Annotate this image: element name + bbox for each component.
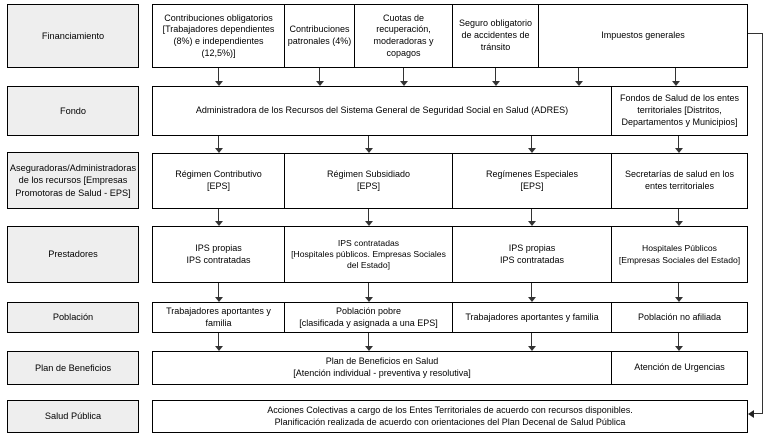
box-trabajadores-aportantes-1: Trabajadores aportantes y familia xyxy=(152,302,285,333)
box-plan-beneficios-salud: Plan de Beneficios en Salud [Atención in… xyxy=(152,351,612,385)
box-acciones-colectivas: Acciones Colectivas a cargo de los Entes… xyxy=(152,400,748,433)
flow-arrow-icon xyxy=(671,68,680,86)
box-hospitales-publicos: Hospitales Públicos [Empresas Sociales d… xyxy=(611,226,748,283)
box-contribuciones-patronales: Contribuciones patronales (4%) xyxy=(284,4,355,68)
box-regimen-contributivo: Régimen Contributivo [EPS] xyxy=(152,153,285,209)
flow-arrow-icon xyxy=(674,136,683,153)
box-adres: Administradora de los Recursos del Siste… xyxy=(152,86,612,136)
flow-arrow-icon xyxy=(674,283,683,302)
flow-arrow-icon xyxy=(214,209,223,226)
box-poblacion-pobre: Población pobre [clasificada y asignada … xyxy=(284,302,453,333)
flow-arrow-icon xyxy=(364,136,373,153)
flow-arrow-icon xyxy=(491,68,500,86)
row-label-fondo: Fondo xyxy=(7,86,139,136)
flow-arrow-icon xyxy=(674,333,683,351)
flow-arrow-icon xyxy=(214,283,223,302)
flow-arrow-icon xyxy=(527,209,536,226)
flow-arrow-icon xyxy=(527,283,536,302)
box-poblacion-no-afiliada: Población no afiliada xyxy=(611,302,748,333)
row-label-prestadores: Prestadores xyxy=(7,226,139,283)
flow-arrow-icon xyxy=(674,209,683,226)
impuestos-to-salud-publica-connector xyxy=(762,33,763,414)
flow-arrow-icon xyxy=(399,68,408,86)
row-label-poblacion: Población xyxy=(7,302,139,333)
flow-arrow-icon xyxy=(574,68,583,86)
flow-arrow-icon xyxy=(214,136,223,153)
impuestos-to-salud-publica-connector xyxy=(748,33,763,34)
flow-arrow-icon xyxy=(527,333,536,351)
box-ips-subsidiado: IPS contratadas [Hospitales públicos. Em… xyxy=(284,226,453,283)
box-cuotas-recuperacion: Cuotas de recuperación, moderadoras y co… xyxy=(354,4,453,68)
box-regimenes-especiales: Regímenes Especiales [EPS] xyxy=(452,153,612,209)
flow-arrow-icon xyxy=(364,209,373,226)
flow-arrow-icon xyxy=(315,68,324,86)
box-contribuciones-obligatorias: Contribuciones obligatorios [Trabajadore… xyxy=(152,4,285,68)
flow-arrow-icon xyxy=(214,333,223,351)
box-seguro-accidentes-transito: Seguro obligatorio de accidentes de trán… xyxy=(452,4,539,68)
left-arrowhead-icon xyxy=(748,410,754,418)
row-label-aseguradoras: Aseguradoras/Administradoras de los recu… xyxy=(7,152,139,209)
box-ips-contributivo: IPS propias IPS contratadas xyxy=(152,226,285,283)
box-trabajadores-aportantes-2: Trabajadores aportantes y familia xyxy=(452,302,612,333)
flow-arrow-icon xyxy=(214,68,223,86)
box-fondos-salud-entes-territoriales: Fondos de Salud de los entes territorial… xyxy=(611,86,748,136)
box-impuestos-generales: Impuestos generales xyxy=(538,4,748,68)
flow-arrow-icon xyxy=(527,136,536,153)
box-regimen-subsidiado: Régimen Subsidiado [EPS] xyxy=(284,153,453,209)
box-atencion-urgencias: Atención de Urgencias xyxy=(611,351,748,385)
box-ips-especiales: IPS propias IPS contratadas xyxy=(452,226,612,283)
row-label-financiamiento: Financiamiento xyxy=(7,4,139,68)
row-label-salud-publica: Salud Pública xyxy=(7,400,139,433)
box-secretarias-salud: Secretarías de salud en los entes territ… xyxy=(611,153,748,209)
row-label-plan-beneficios: Plan de Beneficios xyxy=(7,351,139,385)
flow-arrow-icon xyxy=(364,333,373,351)
impuestos-to-salud-publica-connector xyxy=(753,413,763,414)
flow-arrow-icon xyxy=(364,283,373,302)
